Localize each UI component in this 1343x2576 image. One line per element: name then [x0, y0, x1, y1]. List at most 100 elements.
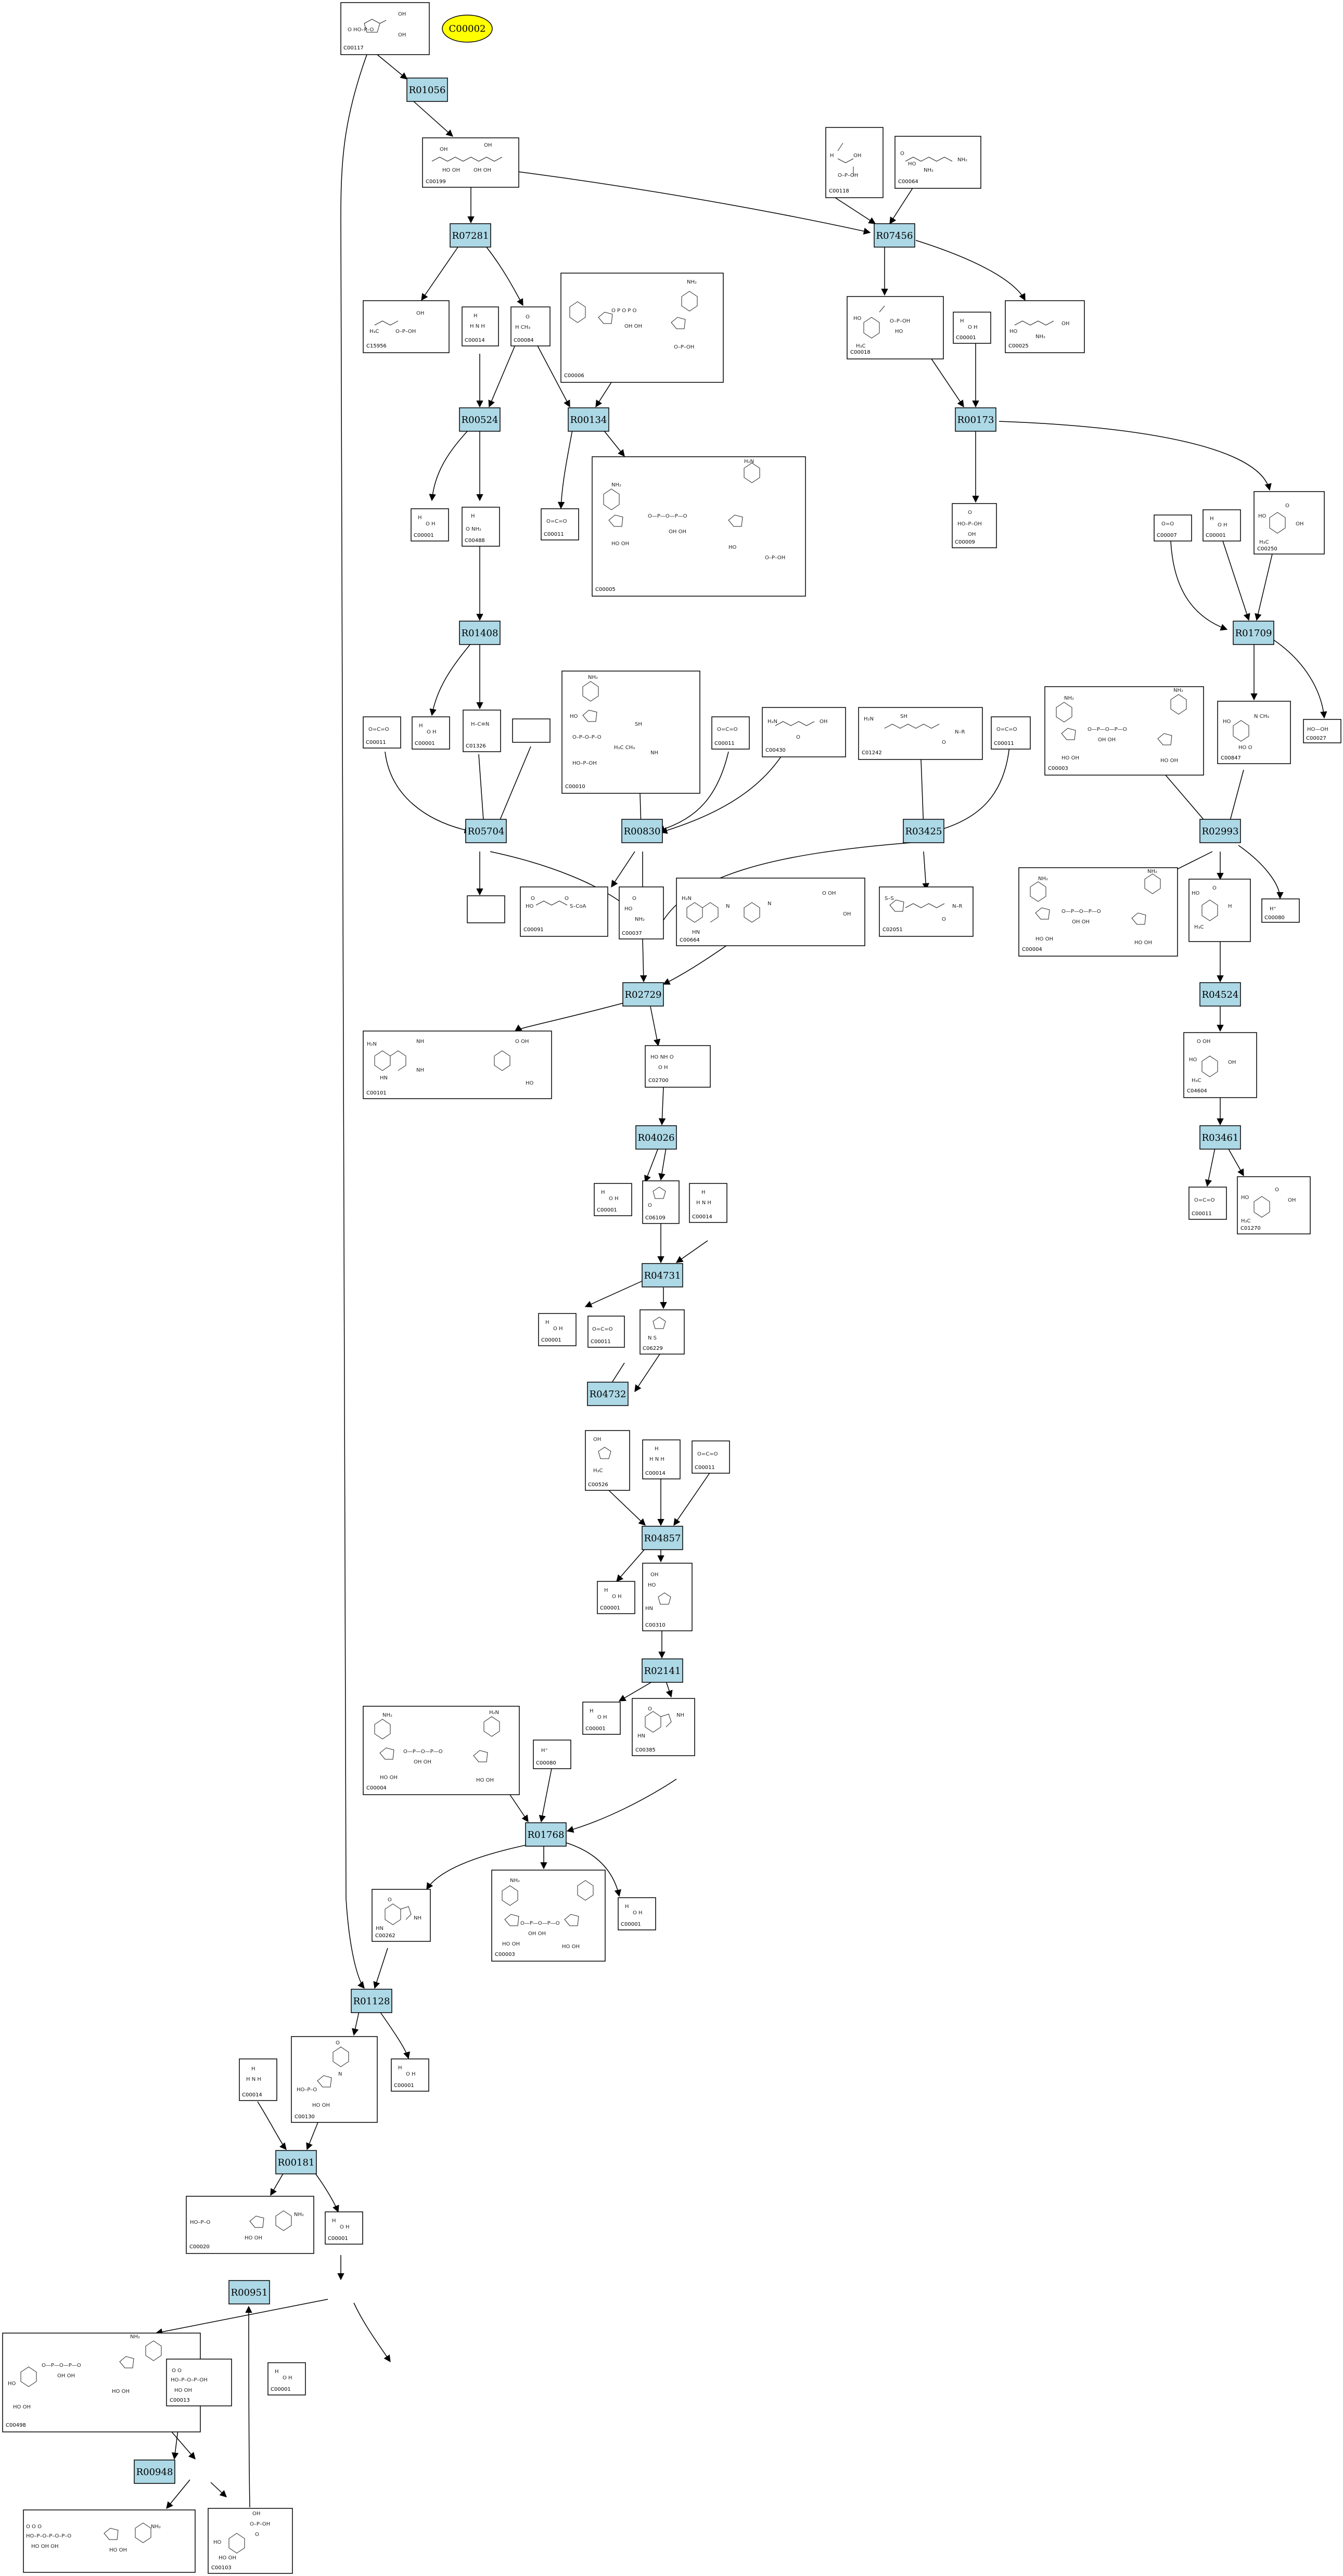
compound-node[interactable]: O=C=O C00011: [587, 1316, 625, 1348]
reaction-node[interactable]: R01408: [459, 621, 501, 645]
compound-node[interactable]: ONH HN C00385: [632, 1698, 695, 1756]
target-compound-node[interactable]: C00002: [442, 15, 493, 43]
reaction-node[interactable]: R04026: [635, 1125, 677, 1150]
compound-node[interactable]: O OHO–P–O–P–OH HO OH C00013: [166, 2359, 232, 2406]
compound-node[interactable]: ON HO–P–OHO OH C00130: [291, 2036, 378, 2123]
reaction-node[interactable]: R01709: [1233, 621, 1274, 645]
reaction-node[interactable]: R00181: [275, 2150, 317, 2174]
reaction-node[interactable]: R00948: [134, 2459, 175, 2484]
compound-node[interactable]: HON CH₃ HO O C00847: [1217, 701, 1291, 764]
compound-node[interactable]: O=C=O C00011: [363, 716, 401, 749]
compound-node[interactable]: HO NH OO H C02700: [645, 1045, 711, 1088]
compound-node[interactable]: N S C06229: [639, 1309, 685, 1355]
compound-node[interactable]: O=C=O C00011: [541, 508, 579, 540]
reaction-node[interactable]: R07281: [450, 223, 491, 248]
compound-node[interactable]: H–C≡N C01326: [463, 710, 501, 752]
reaction-node[interactable]: R00951: [228, 2280, 270, 2304]
compound-node[interactable]: H⁺ C00080: [1261, 898, 1300, 923]
compound-node[interactable]: HO H C00001: [953, 312, 991, 344]
reaction-node[interactable]: R03425: [903, 819, 944, 843]
reaction-node[interactable]: R04731: [642, 1263, 683, 1287]
compound-node[interactable]: HO H C00001: [618, 1897, 656, 1930]
compound-node[interactable]: O=C=O C00011: [991, 716, 1031, 750]
compound-node[interactable]: HH N H C00014: [239, 2058, 277, 2101]
reaction-node[interactable]: R05704: [465, 819, 507, 843]
compound-node[interactable]: HH N H C00014: [642, 1439, 681, 1479]
compound-node[interactable]: HO—OH C00027: [1303, 719, 1341, 743]
compound-node[interactable]: H⁺ C00080: [533, 1740, 571, 1769]
compound-node[interactable]: S–SN–R O C02051: [879, 886, 974, 937]
compound-node[interactable]: HO H C00001: [325, 2211, 363, 2245]
compound-node[interactable]: OHO NH₂ C00037: [619, 886, 664, 939]
compound-node[interactable]: O C06109: [642, 1180, 680, 1224]
svg-text:HO: HO: [8, 2381, 16, 2387]
reaction-node[interactable]: R00173: [955, 407, 996, 432]
reaction-node[interactable]: R00134: [568, 407, 609, 432]
reaction-node[interactable]: R01768: [525, 1822, 567, 1847]
compound-node[interactable]: O=O C00007: [1154, 514, 1192, 542]
compound-node[interactable]: HO H C00001: [1203, 509, 1241, 542]
reaction-node[interactable]: R04732: [587, 1382, 629, 1406]
compound-node[interactable]: HO H C00001: [582, 1702, 621, 1735]
compound-node[interactable]: O HO–P–O OH OH C00117: [340, 2, 430, 55]
svg-text:HO OH OH: HO OH OH: [31, 2544, 59, 2549]
compound-node[interactable]: HO H C00001: [538, 1313, 577, 1346]
reaction-node[interactable]: R04524: [1199, 982, 1241, 1007]
reaction-node[interactable]: R00524: [459, 407, 501, 432]
compound-node[interactable]: ONH HN C00262: [372, 1889, 431, 1942]
compound-node[interactable]: HO NH₂ C00488: [462, 507, 500, 547]
reaction-node[interactable]: R00830: [621, 819, 663, 843]
reaction-node[interactable]: R04857: [642, 1526, 683, 1550]
reaction-node[interactable]: R02141: [642, 1658, 683, 1683]
compound-node[interactable]: HO H C00001: [391, 2058, 429, 2092]
compound-node[interactable]: HO H C00001: [411, 508, 449, 542]
compound-node[interactable]: HO H C00001: [597, 1581, 635, 1614]
compound-node[interactable]: HO H C00001: [267, 2362, 306, 2395]
compound-node-empty[interactable]: [512, 718, 551, 743]
compound-node[interactable]: HO H C00001: [412, 716, 450, 750]
compound-node[interactable]: O=C=O C00011: [692, 1440, 730, 1474]
reaction-node[interactable]: R01128: [351, 1989, 392, 2013]
reaction-node[interactable]: R07456: [874, 223, 915, 248]
compound-node[interactable]: OH CH₃ C00084: [510, 306, 551, 346]
compound-node[interactable]: HO H C00001: [594, 1183, 632, 1216]
compound-node[interactable]: HH N H C00014: [462, 306, 499, 346]
reaction-node[interactable]: R02993: [1199, 819, 1241, 843]
compound-node[interactable]: HH N H C00014: [689, 1183, 727, 1223]
reaction-label: R04857: [644, 1533, 681, 1544]
reaction-node[interactable]: R03461: [1199, 1125, 1241, 1150]
compound-node[interactable]: O=C=O C00011: [1188, 1187, 1227, 1220]
reaction-node[interactable]: R01056: [406, 78, 448, 102]
compound-node[interactable]: O=C=O C00011: [711, 716, 750, 750]
compound-node-empty[interactable]: [467, 895, 505, 923]
reaction-node[interactable]: R02729: [622, 982, 664, 1007]
